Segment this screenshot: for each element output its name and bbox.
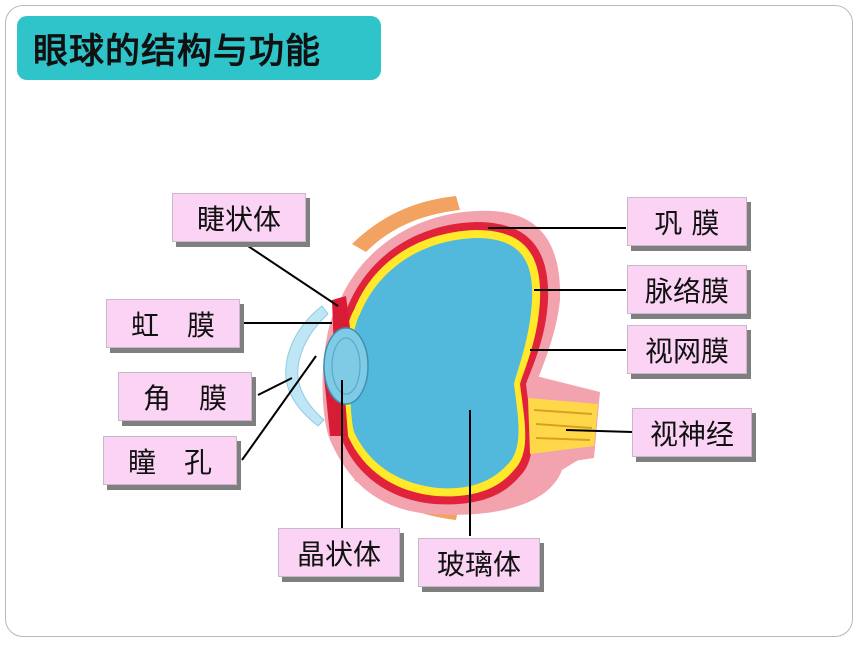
optic-nerve-fibers (533, 409, 593, 441)
vitreous-body (350, 238, 533, 489)
lens (323, 327, 369, 405)
label-iris: 虹 膜 (106, 299, 240, 348)
upper-eyelid-fold (352, 196, 460, 252)
label-retina: 视网膜 (627, 325, 747, 374)
page-title: 眼球的结构与功能 (33, 31, 322, 72)
lens-inner (331, 337, 361, 395)
title-banner: 眼球的结构与功能 (17, 16, 381, 80)
label-sclera: 巩 膜 (627, 197, 747, 246)
label-ciliary-body: 睫状体 (172, 193, 306, 242)
label-pupil: 瞳 孔 (103, 436, 237, 485)
label-optic-nerve: 视神经 (632, 408, 752, 457)
leader-cornea (257, 377, 293, 396)
label-choroid: 脉络膜 (627, 265, 747, 314)
leader-pupil (241, 355, 317, 461)
label-lens: 晶状体 (278, 528, 400, 577)
leader-ciliary (241, 241, 339, 307)
cornea (285, 305, 329, 427)
label-vitreous: 玻璃体 (418, 538, 540, 587)
leader-optic-nerve (565, 429, 633, 433)
label-cornea: 角 膜 (118, 372, 252, 421)
